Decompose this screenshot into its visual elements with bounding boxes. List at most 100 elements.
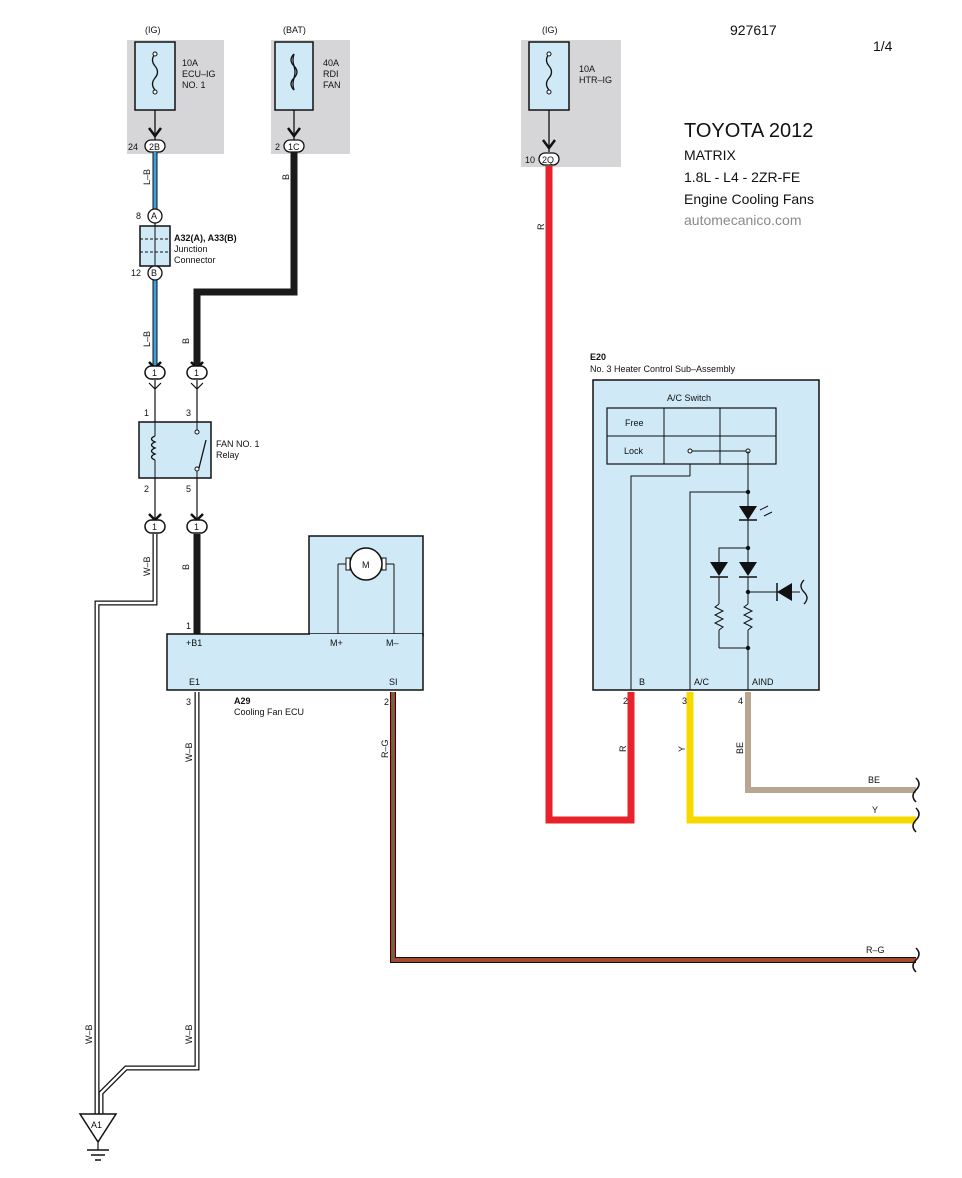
wire-label-y-1: Y [677,746,687,752]
ground-id: A1 [91,1120,102,1130]
fuse-htr-ig: (IG) 10A HTR–IG 2Q 10 [521,25,621,167]
wire-label-b-3: B [181,564,191,570]
ecu-pin-b1: 1 [186,621,191,631]
wire-wb-relay [94,534,158,1114]
junction-conn-top: A [151,211,157,221]
fuse-2-connector: 1C [288,142,300,152]
junction-id: A32(A), A33(B) [174,233,237,243]
wire-be [745,692,916,793]
fuse-3-name: HTR–IG [579,75,612,85]
page-indicator: 1/4 [873,38,893,54]
relay-lower-connectors: 1 1 [144,513,208,534]
ecu-name: Cooling Fan ECU [234,707,304,717]
heater-terminal-aind: AIND [752,677,774,687]
wire-label-r-1: R [536,223,546,230]
engine-spec: 1.8L - L4 - 2ZR-FE [684,169,801,185]
relay-pin-1: 1 [144,408,149,418]
fuse-2-supply: (BAT) [283,25,306,35]
vehicle-make-year: TOYOTA 2012 [684,120,814,142]
relay-conn-lower-2: 1 [194,522,199,532]
ground-a1: A1 [78,1113,118,1161]
ac-switch-title: A/C Switch [667,393,711,403]
wire-b-upper [193,152,298,366]
junction-connector: A 8 B 12 A32(A), A33(B) Junction Connect… [131,208,237,281]
fuse-2-pin: 2 [275,142,280,152]
cooling-fan-ecu: M +B1 M+ M– E1 SI 1 3 2 A29 Cooling Fan … [166,535,424,717]
heater-name: No. 3 Heater Control Sub–Assembly [590,364,736,374]
ecu-id: A29 [234,696,251,706]
junction-pin-top: 8 [136,211,141,221]
ecu-pin-si: 2 [384,697,389,707]
fuse-3-rating: 10A [579,64,595,74]
wire-label-lb-2: L–B [142,331,152,347]
relay-conn-upper-1: 1 [152,368,157,378]
fuse-2-name-2: FAN [323,80,341,90]
fuse-1-pin: 24 [128,142,138,152]
fuse-1-name: ECU–IG [182,69,216,79]
wire-y [686,692,916,824]
heater-id: E20 [590,352,606,362]
wire-wb-ecu [98,692,200,1114]
relay-conn-upper-2: 1 [194,368,199,378]
fuse-2-rating: 40A [323,58,339,68]
ecu-terminal-mminus: M– [386,638,399,648]
fuse-1-rating: 10A [182,58,198,68]
fuse-3-connector: 2Q [542,155,554,165]
ecu-terminal-mplus: M+ [330,638,343,648]
fuse-3-supply: (IG) [542,25,558,35]
ecu-pin-e1: 3 [186,697,191,707]
wire-label-wb-3: W–B [184,742,194,762]
relay-upper-connectors: 1 1 [144,361,208,390]
fuse-1-supply: (IG) [145,25,161,35]
relay-name: FAN NO. 1 [216,439,260,449]
heater-pin-ac: 3 [682,696,687,706]
fuse-2-name: RDI [323,69,339,79]
wire-label-be-1: BE [735,742,745,754]
wire-label-be-2: BE [868,775,880,785]
system-title: Engine Cooling Fans [684,191,814,207]
ecu-terminal-e1: E1 [189,677,200,687]
junction-pin-bottom: 12 [131,268,141,278]
relay-conn-lower-1: 1 [152,522,157,532]
junction-name: Junction [174,244,208,254]
wire-label-wb-2: W–B [84,1024,94,1044]
wire-label-rg-2: R–G [866,945,885,955]
heater-terminal-ac: A/C [694,677,710,687]
wire-label-rg-1: R–G [380,739,390,758]
switch-row-lock: Lock [624,446,644,456]
motor-icon [349,547,383,581]
vehicle-model: MATRIX [684,147,736,163]
ecu-terminal-b1: +B1 [186,638,202,648]
relay-name-2: Relay [216,450,240,460]
fuse-rdi-fan: (BAT) 40A RDI FAN 1C 2 [271,25,350,154]
relay-pin-3: 3 [186,408,191,418]
junction-conn-bottom: B [151,268,157,278]
motor-label: M [362,560,370,570]
wire-label-r-2: R [618,745,628,752]
heater-pin-aind: 4 [738,696,743,706]
heater-terminal-b: B [639,677,645,687]
fuse-ecu-ig-no1: (IG) 10A ECU–IG NO. 1 2B 24 [127,25,224,154]
heater-control-assembly: E20 No. 3 Heater Control Sub–Assembly A/… [590,352,820,706]
fan-no1-relay: 1 3 2 5 FAN NO. 1 Relay [138,408,260,494]
wire-label-wb-4: W–B [184,1024,194,1044]
wire-label-lb-1: L–B [142,169,152,185]
junction-name-2: Connector [174,255,216,265]
wire-label-wb-1: W–B [142,556,152,576]
wire-label-b-1: B [281,174,291,180]
heater-pin-b: 2 [623,696,628,706]
wire-label-b-2: B [181,338,191,344]
ecu-terminal-si: SI [389,677,398,687]
wire-label-y-2: Y [872,805,878,815]
wire-r [545,166,635,824]
relay-pin-5: 5 [186,484,191,494]
document-number: 927617 [730,22,777,38]
fuse-1-name-2: NO. 1 [182,80,206,90]
fuse-1-connector: 2B [149,142,160,152]
fuse-3-pin: 10 [525,155,535,165]
site-watermark: automecanico.com [684,212,802,228]
wire-rg [390,692,916,963]
switch-row-free: Free [625,418,644,428]
relay-pin-2: 2 [144,484,149,494]
